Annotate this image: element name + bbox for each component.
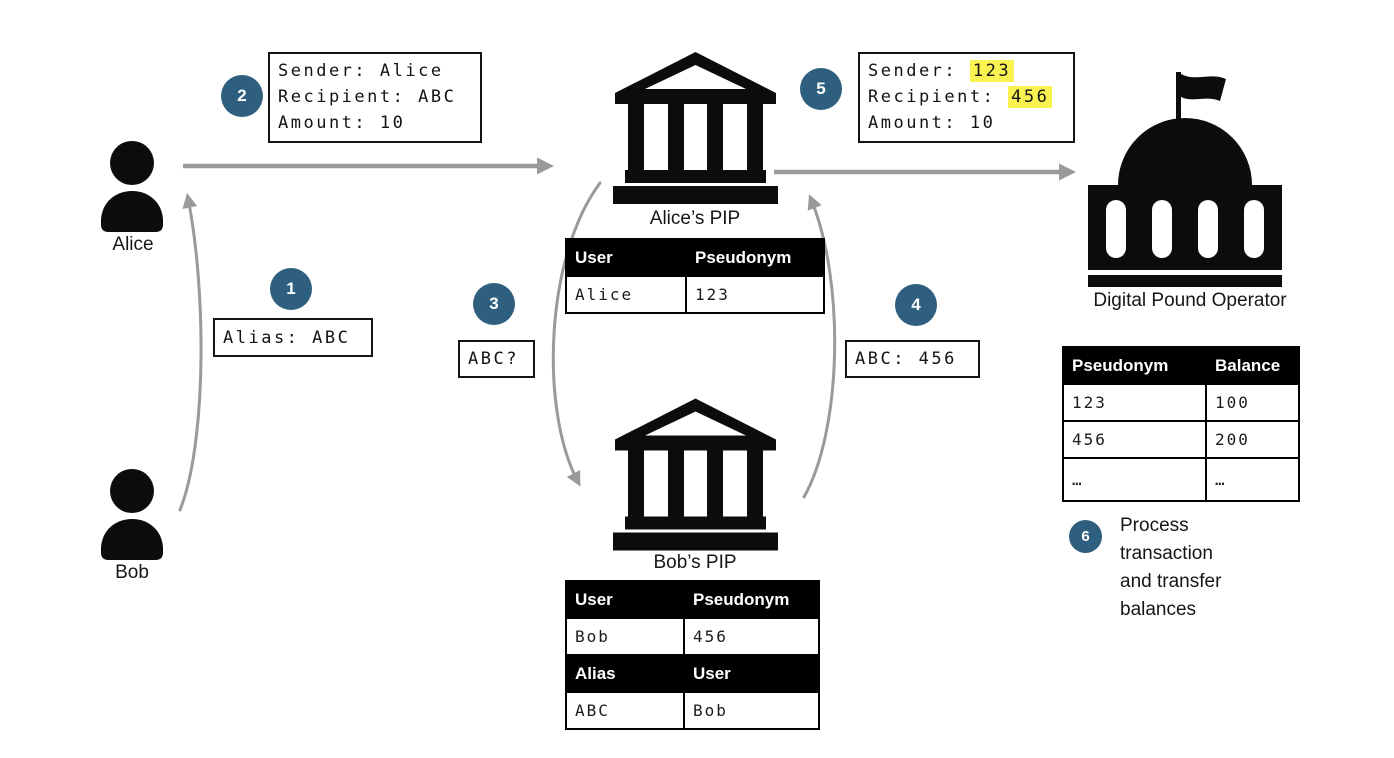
- arrow-alicepip-to-bobpip: [551, 181, 602, 487]
- step-5-message-box: Sender: 123 Recipient: 456 Amount: 10: [858, 52, 1075, 143]
- bob-pip-bank-icon: [613, 398, 778, 551]
- column-header: Pseudonym: [683, 580, 820, 619]
- bob-label: Bob: [115, 562, 149, 583]
- step-5-badge: 5: [800, 68, 842, 110]
- message-line: Recipient: ABC: [278, 87, 457, 107]
- message-line: Amount: 10: [278, 113, 406, 133]
- message-line: Amount: 10: [868, 113, 996, 133]
- table-row: 123 100: [1062, 383, 1300, 422]
- alice-person-icon: [101, 141, 163, 232]
- step-6-note: Process transaction and transfer balance…: [1120, 515, 1222, 620]
- dpo-balances-table: Pseudonym Balance 123 100 456 200 … …: [1062, 346, 1300, 502]
- table-row: Alice 123: [565, 275, 825, 314]
- alice-label: Alice: [112, 234, 154, 255]
- arrow-bobpip-to-alicepip: [802, 194, 837, 499]
- bob-person-icon: [101, 469, 163, 560]
- table-header-row: User Pseudonym: [565, 238, 825, 277]
- column-header: Pseudonym: [685, 238, 825, 277]
- step-1-badge: 1: [270, 268, 312, 310]
- step-3-badge: 3: [473, 283, 515, 325]
- arrow-bob-to-alice: [178, 192, 203, 512]
- column-header: Alias: [565, 654, 685, 693]
- step-1-message-box: Alias: ABC: [213, 318, 373, 357]
- alice-pip-table: User Pseudonym Alice 123: [565, 238, 825, 314]
- alice-pip-bank-icon: [613, 52, 778, 204]
- bob-pip-label: Bob’s PIP: [653, 552, 737, 573]
- table-row: 456 200: [1062, 420, 1300, 459]
- column-header: User: [565, 580, 685, 619]
- table-header-row: Alias User: [565, 654, 820, 693]
- table-header-row: Pseudonym Balance: [1062, 346, 1300, 385]
- step-4-message-box: ABC: 456: [845, 340, 980, 378]
- table-row: ABC Bob: [565, 691, 820, 730]
- step-4-badge: 4: [895, 284, 937, 326]
- table-header-row: User Pseudonym: [565, 580, 820, 619]
- bob-pip-table: User Pseudonym Bob 456 Alias User ABC Bo…: [565, 580, 820, 730]
- dpo-label: Digital Pound Operator: [1093, 290, 1287, 311]
- column-header: Pseudonym: [1062, 346, 1207, 385]
- step-2-message-box: Sender: Alice Recipient: ABC Amount: 10: [268, 52, 482, 143]
- message-line: Sender: Alice: [278, 61, 444, 81]
- table-row: Bob 456: [565, 617, 820, 656]
- message-line: Sender: 123: [868, 58, 1065, 84]
- message-line: Recipient: 456: [868, 84, 1065, 110]
- alice-pip-label: Alice’s PIP: [649, 208, 741, 229]
- column-header: User: [565, 238, 687, 277]
- step-2-badge: 2: [221, 75, 263, 117]
- dpo-government-icon: [1088, 72, 1282, 287]
- column-header: User: [683, 654, 820, 693]
- table-row: … …: [1062, 457, 1300, 502]
- column-header: Balance: [1205, 346, 1300, 385]
- step-6-badge: 6: [1069, 520, 1102, 553]
- step-3-message-box: ABC?: [458, 340, 535, 378]
